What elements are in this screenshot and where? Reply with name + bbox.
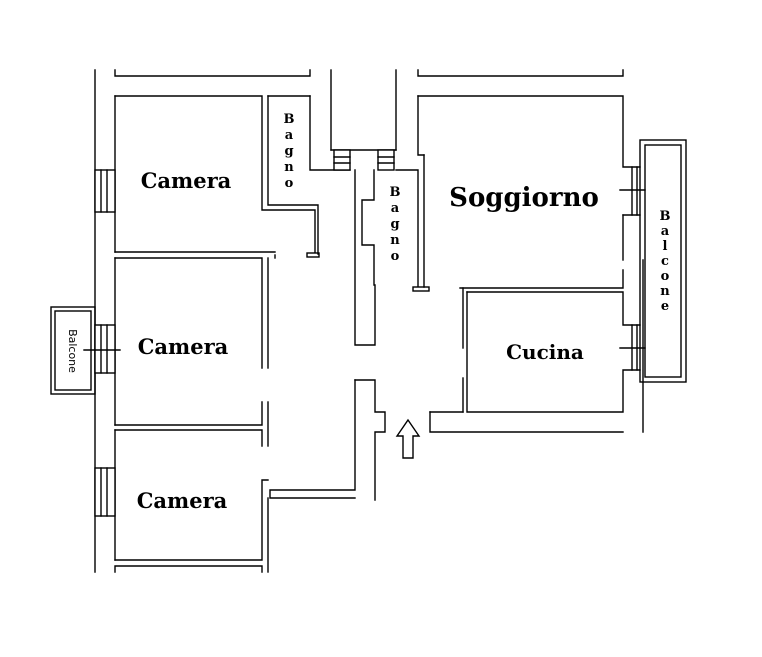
- stacked-letter: n: [660, 284, 670, 299]
- stacked-letter: a: [391, 201, 400, 216]
- label-soggiorno: Soggiorno: [449, 183, 599, 213]
- label-balcone-right: Balcone: [660, 209, 671, 314]
- balcone-right: [619, 139, 687, 383]
- window-right: [631, 166, 638, 371]
- stacked-letter: l: [663, 239, 668, 254]
- soggiorno-walls: [417, 95, 641, 289]
- stacked-letter: a: [661, 224, 670, 239]
- stacked-letter: o: [661, 269, 670, 284]
- stacked-letter: g: [284, 144, 293, 159]
- balcone-left: [50, 306, 121, 395]
- stacked-letter: B: [660, 209, 671, 224]
- stacked-letter: a: [285, 128, 294, 143]
- label-camera-middle: Camera: [138, 334, 229, 359]
- stacked-letter: n: [284, 160, 294, 175]
- up-arrow-icon: [395, 418, 421, 459]
- stacked-letter: B: [284, 112, 295, 127]
- cucina-walls: [462, 259, 644, 433]
- central-corridor: [330, 69, 397, 346]
- stacked-letter: c: [661, 254, 669, 269]
- label-balcone-left: Balcone: [66, 329, 79, 373]
- top-walls: [114, 69, 624, 77]
- stacked-letter: e: [661, 299, 669, 314]
- label-camera-bottom: Camera: [137, 488, 228, 513]
- stacked-letter: g: [390, 217, 399, 232]
- stacked-letter: o: [285, 176, 294, 191]
- entry-walls: [269, 379, 624, 501]
- camera-top-walls: [114, 95, 320, 259]
- bagno-left-walls: [267, 95, 351, 255]
- camera-bottom-walls: [94, 429, 269, 573]
- label-camera-top: Camera: [141, 168, 232, 193]
- label-cucina: Cucina: [506, 340, 584, 364]
- bagno-center-walls: [361, 154, 430, 292]
- window-camera-top: [94, 169, 116, 213]
- camera-middle-walls: [114, 257, 269, 447]
- stacked-letter: B: [390, 185, 401, 200]
- stacked-letter: o: [391, 249, 400, 264]
- stacked-letter: n: [390, 233, 400, 248]
